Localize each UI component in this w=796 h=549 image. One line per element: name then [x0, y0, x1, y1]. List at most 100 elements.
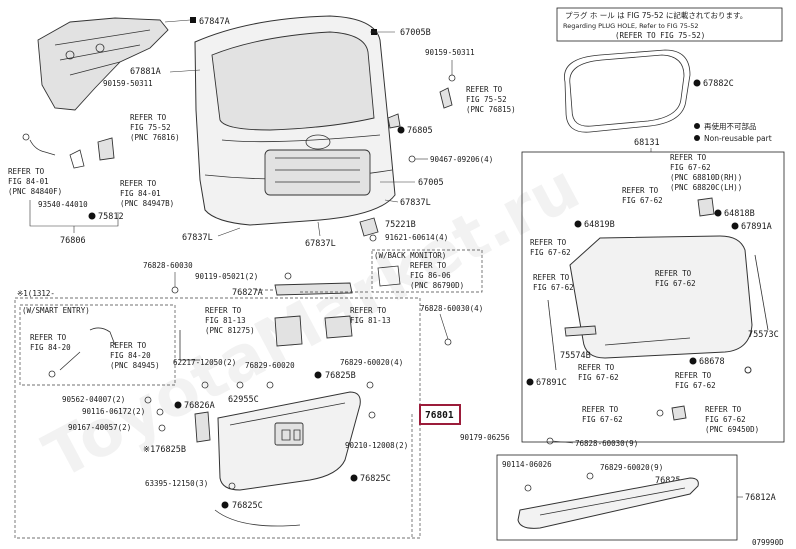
label-75574B: 75574B: [560, 351, 591, 361]
part-68131-glass: [569, 235, 753, 359]
back-monitor-box: [371, 249, 483, 293]
ref-84-20-a-line1: REFER TO: [30, 333, 67, 342]
spoiler-group-box: [496, 454, 738, 541]
ref-67-62-c-line1: REFER TO: [533, 273, 570, 282]
label-67005: 67005: [418, 178, 444, 188]
ref-84-01-b-line3: (PNC 84947B): [120, 199, 174, 208]
label-90159-50311-left: 90159-50311: [103, 79, 153, 88]
ref-67-62-a-line1: REFER TO: [622, 186, 659, 195]
ref-75-52-a-line3: (PNC 76816): [130, 133, 180, 142]
ref-67-62-b-line2: FIG 67-62: [530, 248, 571, 257]
ref-75-52-b-line1: REFER TO: [466, 85, 503, 94]
label-90116: 90116-06172(2): [82, 407, 145, 416]
ref-84-20-b-line2: FIG 84-20: [110, 351, 151, 360]
ref-84-20-b-line1: REFER TO: [110, 341, 147, 350]
ref-67-62-top-line1: REFER TO: [670, 153, 707, 162]
ref-86-06-line3: (PNC 86790D): [410, 281, 464, 290]
label-64818B: 64818B: [724, 209, 755, 219]
label-76826A: 76826A: [184, 401, 215, 411]
legend-en-line: Regarding PLUG HOLE, Refer to FIG 75-52: [563, 22, 699, 30]
label-76825B: 76825B: [325, 371, 356, 381]
label-90159-50311-right: 90159-50311: [425, 48, 475, 57]
label-67881A: 67881A: [130, 67, 161, 77]
label-76812A: 76812A: [745, 493, 776, 503]
ref-67-62-d-line1: REFER TO: [655, 269, 692, 278]
label-76806: 76806: [60, 236, 86, 246]
label-76828-60030-a: 76828-60030: [143, 261, 193, 270]
ref-67-62-g-line1: REFER TO: [582, 405, 619, 414]
ref-67-62-a-line2: FIG 67-62: [622, 196, 663, 205]
label-67837L-a: 67837L: [182, 233, 213, 243]
ref-67-62-h-line1: REFER TO: [705, 405, 742, 414]
label-90467: 90467-09206(4): [430, 155, 493, 164]
part-76812A-spoiler: [517, 472, 699, 529]
ref-86-06-line1: REFER TO: [410, 261, 447, 270]
legend-ref-line: (REFER TO FIG 75-52): [615, 31, 705, 40]
label-76829-60020-b: 76829-60020(4): [340, 358, 403, 367]
label-90114: 90114-06026: [502, 460, 552, 469]
label-62217: 62217-12050(2): [173, 358, 236, 367]
label-76825C-b: 76825C: [360, 474, 391, 484]
label-76805: 76805: [407, 126, 433, 136]
back-monitor-title: (W/BACK MONITOR): [374, 251, 446, 260]
ref-75-52-b-line2: FIG 75-52: [466, 95, 507, 104]
label-76801[interactable]: 76801: [425, 410, 454, 421]
label-90210: 90210-12008(2): [345, 441, 408, 450]
label-91621: 91621-60614(4): [385, 233, 448, 242]
ref-86-06-line2: FIG 86-06: [410, 271, 451, 280]
diagram-code: 079990D: [752, 538, 784, 547]
ref-84-01-a-line3: (PNC 84840F): [8, 187, 62, 196]
label-176825B: ※176825B: [143, 445, 186, 455]
ref-67-62-e-line2: FIG 67-62: [578, 373, 619, 382]
ref-67-62-g-line2: FIG 67-62: [582, 415, 623, 424]
ref-84-01-b-line2: FIG 84-01: [120, 189, 161, 198]
ref-67-62-top-line2: FIG 67-62: [670, 163, 711, 172]
label-67882C: 67882C: [703, 79, 734, 89]
label-67891C: 67891C: [536, 378, 567, 388]
label-90562: 90562-04007(2): [62, 395, 125, 404]
label-68678: 68678: [699, 357, 725, 367]
ref-84-20-b-line3: (PNC 84945): [110, 361, 160, 370]
label-62955C: 62955C: [228, 395, 259, 405]
highlight-76801: [419, 404, 461, 425]
ref-75-52-b-line3: (PNC 76815): [466, 105, 516, 114]
part-76801-garnish: [217, 391, 361, 491]
ref-75-52-a-line1: REFER TO: [130, 113, 167, 122]
label-68131: 68131: [634, 138, 660, 148]
label-76825C-a: 76825C: [232, 501, 263, 511]
ref-67-62-d-line2: FIG 67-62: [655, 279, 696, 288]
label-67891A: 67891A: [741, 222, 772, 232]
ref-67-62-c-line2: FIG 67-62: [533, 283, 574, 292]
ref-67-62-h-line2: FIG 67-62: [705, 415, 746, 424]
ref-67-62-b-line1: REFER TO: [530, 238, 567, 247]
label-64819B: 64819B: [584, 220, 615, 230]
label-63395: 63395-12150(3): [145, 479, 208, 488]
label-76828-60030-b: 76828-60030(4): [420, 304, 483, 313]
glass-group-box: [521, 151, 785, 443]
label-76827A: 76827A: [232, 288, 263, 298]
label-75221B: 75221B: [385, 220, 416, 230]
legend-jp-line: プラグ ホ ール は FIG 75-52 に記載されております。: [565, 10, 747, 20]
ref-81-13-a-line2: FIG 81-13: [205, 316, 246, 325]
smart-entry-title: (W/SMART ENTRY): [22, 306, 90, 315]
legend-box: [556, 7, 783, 42]
label-76828-60030-c: 76828-60030(9): [575, 439, 638, 448]
ref-81-13-a-line1: REFER TO: [205, 306, 242, 315]
smart-entry-box: [19, 304, 176, 386]
ref-67-62-f-line1: REFER TO: [675, 371, 712, 380]
label-1312: ※1(1312-: [17, 289, 55, 298]
ref-81-13-b-line1: REFER TO: [350, 306, 387, 315]
label-90119: 90119-05021(2): [195, 272, 258, 281]
ref-84-20-a-line2: FIG 84-20: [30, 343, 71, 352]
ref-75-52-a-line2: FIG 75-52: [130, 123, 171, 132]
label-67005B: 67005B: [400, 28, 431, 38]
label-67837L-c: 67837L: [400, 198, 431, 208]
legend-en-reuse: Non-reusable part: [704, 134, 772, 143]
ref-67-62-e-line1: REFER TO: [578, 363, 615, 372]
label-90179: 90179-06256: [460, 433, 510, 442]
ref-81-13-a-line3: (PNC 81275): [205, 326, 255, 335]
ref-67-62-top-line4: (PNC 68820C(LH)): [670, 183, 742, 192]
label-76825: 76825: [655, 476, 681, 486]
label-93540: 93540-44010: [38, 200, 88, 209]
